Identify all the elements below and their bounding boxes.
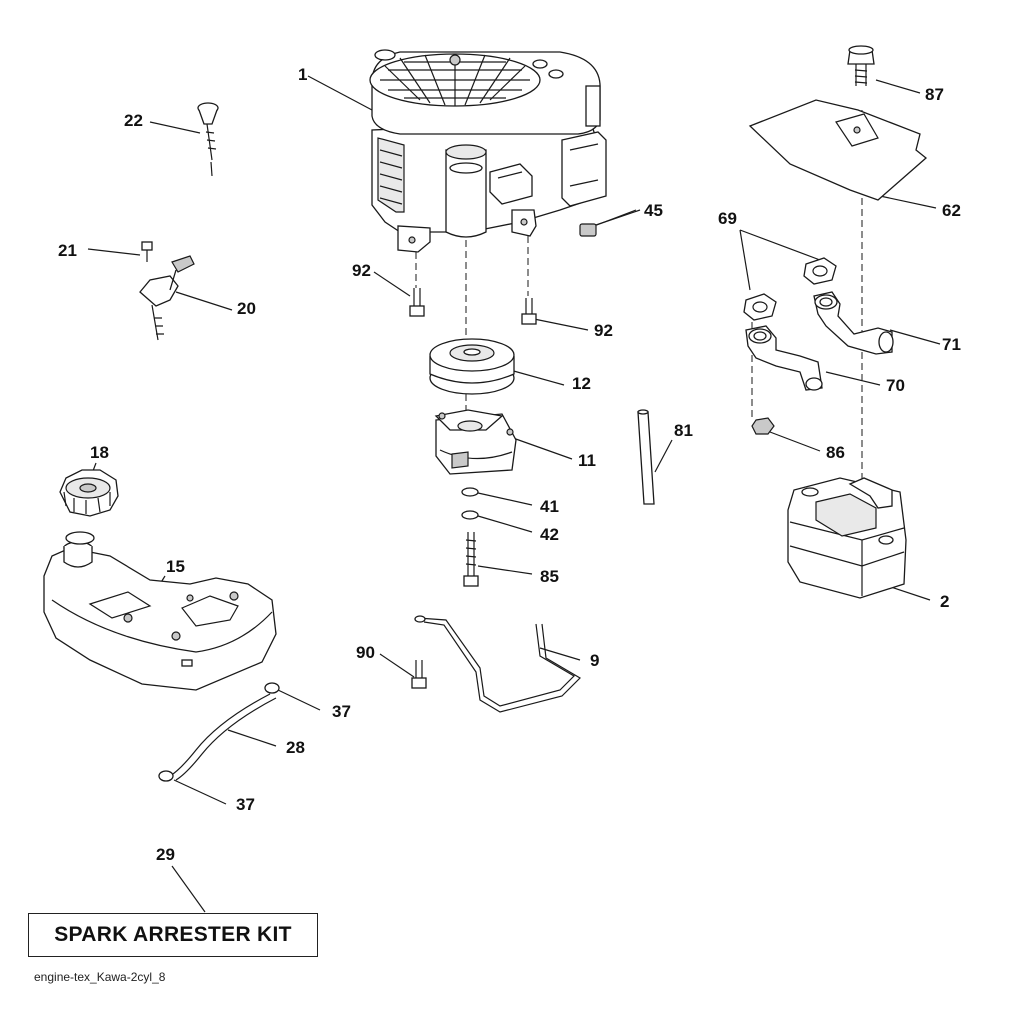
callout-15: 15 — [166, 557, 185, 576]
screw-21 — [141, 241, 153, 262]
callout-90: 90 — [356, 643, 375, 662]
callout-42: 42 — [540, 525, 559, 544]
callout-85: 85 — [540, 567, 559, 586]
callout-21: 21 — [58, 241, 77, 260]
clamp-37-bottom — [158, 770, 174, 782]
callout-37-bottom: 37 — [236, 795, 255, 814]
callout-69: 69 — [718, 209, 737, 228]
callout-62: 62 — [942, 201, 961, 220]
fuel-cap-18 — [59, 469, 119, 517]
washer-42 — [461, 510, 479, 520]
callout-18: 18 — [90, 443, 109, 462]
spark-arrester-kit-label: SPARK ARRESTER KIT — [54, 923, 292, 946]
bolt-92-right — [521, 298, 537, 325]
leader-lines — [87, 75, 941, 913]
clamp-37-top — [264, 682, 280, 694]
callout-1: 1 — [298, 65, 308, 84]
bolt-90 — [411, 660, 427, 689]
muffler-2 — [787, 477, 907, 599]
callout-81: 81 — [674, 421, 693, 440]
tube-81 — [637, 409, 655, 505]
fuel-tank-15 — [43, 531, 277, 691]
callout-71: 71 — [942, 335, 961, 354]
file-reference-label: engine-tex_Kawa-2cyl_8 — [34, 970, 166, 984]
callout-70: 70 — [886, 376, 905, 395]
callout-11: 11 — [578, 451, 596, 470]
engine — [369, 49, 607, 253]
callout-37-top: 37 — [332, 702, 351, 721]
callout-12: 12 — [572, 374, 591, 393]
throttle-20 — [139, 255, 195, 341]
pipe-71 — [813, 291, 894, 355]
hose-28 — [169, 693, 277, 781]
fastener-87 — [847, 45, 875, 86]
nut-86 — [751, 417, 775, 435]
callout-20: 20 — [237, 299, 256, 318]
spark-arrester-kit-box: SPARK ARRESTER KIT — [28, 913, 318, 957]
bolt-92-left — [409, 288, 425, 317]
callout-22: 22 — [124, 111, 143, 130]
shield-62 — [748, 99, 928, 201]
callout-92-right: 92 — [594, 321, 613, 340]
pipe-70 — [745, 325, 823, 391]
callout-87: 87 — [925, 85, 944, 104]
gaskets-69 — [743, 257, 837, 321]
callout-86: 86 — [826, 443, 845, 462]
callout-29: 29 — [156, 845, 175, 864]
knob-22 — [197, 102, 219, 177]
bolt-85 — [463, 532, 479, 587]
washer-41 — [461, 487, 479, 497]
callout-28: 28 — [286, 738, 305, 757]
pulley-12 — [429, 338, 515, 395]
sensor-45 — [579, 209, 637, 237]
callout-9: 9 — [590, 651, 600, 670]
callout-41: 41 — [540, 497, 559, 516]
callout-92-left: 92 — [352, 261, 371, 280]
clutch-11 — [434, 409, 517, 475]
rod-9 — [414, 615, 581, 713]
callout-45: 45 — [644, 201, 663, 220]
callout-2: 2 — [940, 592, 950, 611]
